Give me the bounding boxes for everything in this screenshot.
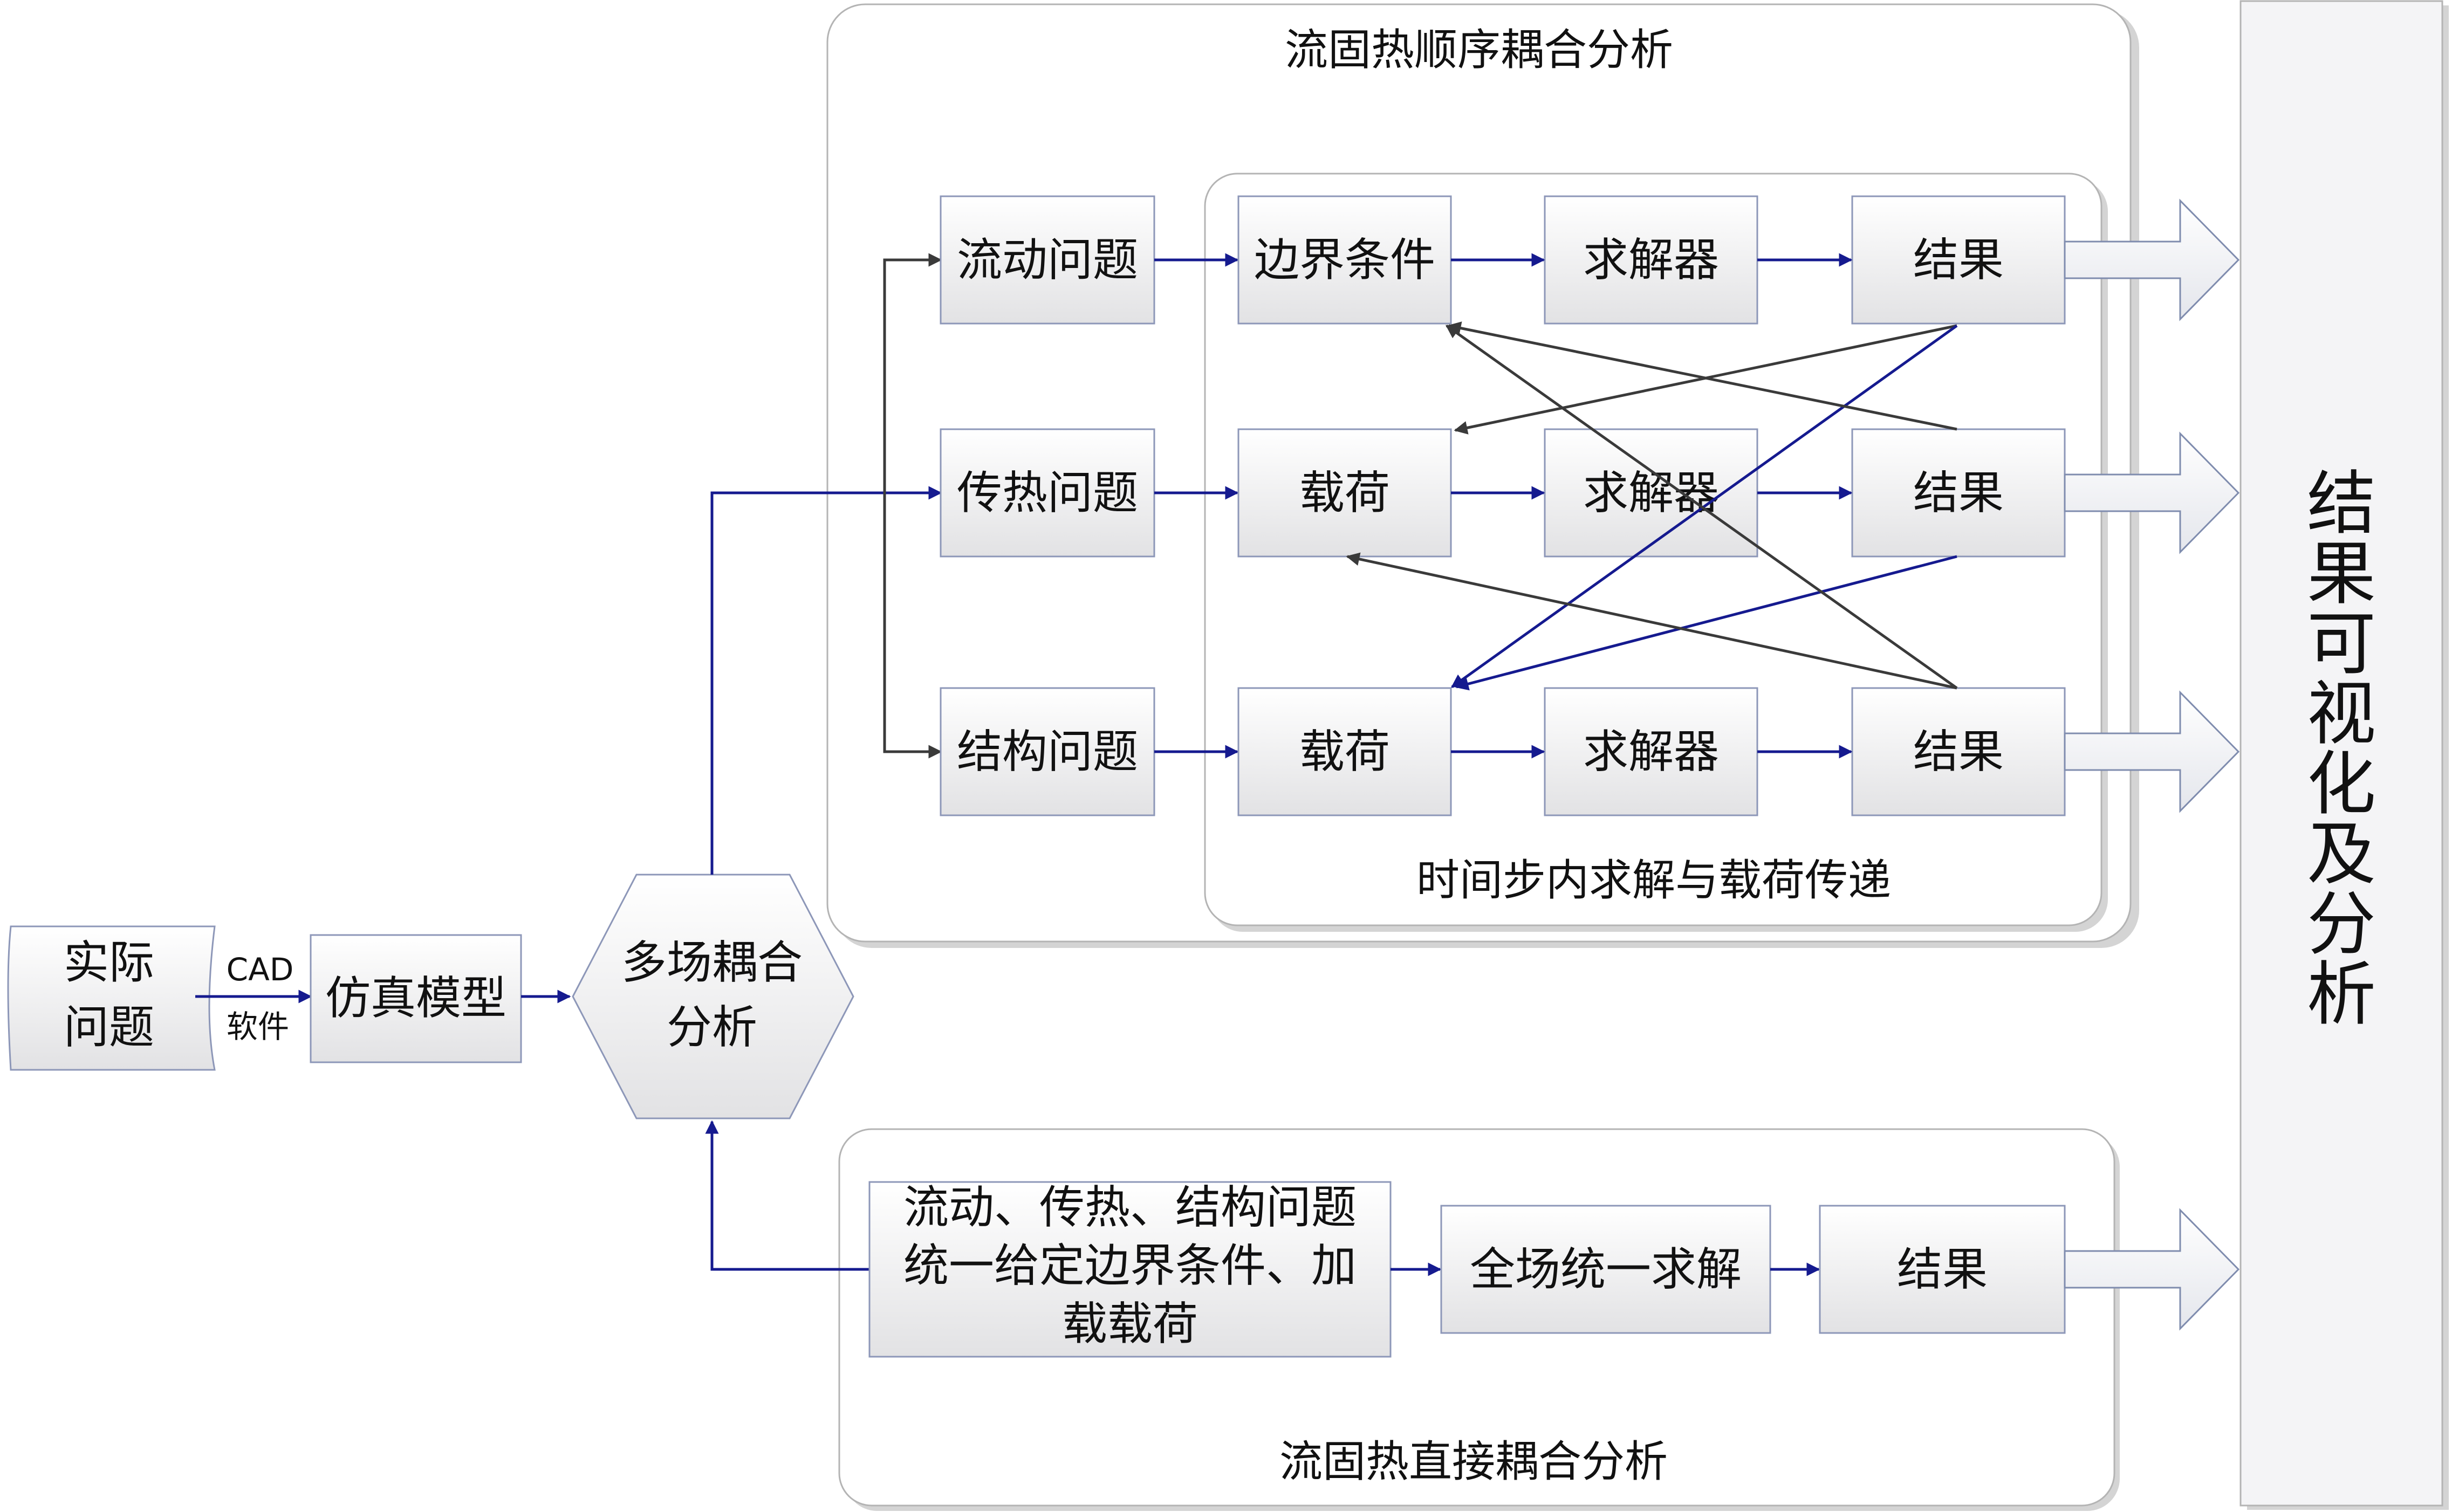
row3-load-box (1237, 687, 1452, 816)
transfer-r3-to-r2-arrow (1346, 552, 1957, 690)
structure-problem-label: 结构问题 (957, 725, 1138, 778)
multifield-label-line1: 多场耦合 (621, 936, 803, 989)
output-arrow-row1 (2064, 198, 2240, 321)
heat-problem-box (940, 428, 1155, 558)
bracket-to-flow-arrow (883, 253, 942, 493)
row3-solver-label: 求解器 (1583, 725, 1719, 778)
bracket-to-structure-arrow (883, 493, 942, 759)
row2-load-box (1237, 428, 1452, 558)
direct-input-line1: 流动、传热、结构问题 (903, 1181, 1357, 1234)
transfer-r1-to-r3-arrow (1450, 324, 1958, 689)
multifield-hexagon (572, 874, 854, 1119)
direct-result-label: 结果 (1897, 1243, 1988, 1296)
flow-problem-label: 流动问题 (957, 233, 1138, 286)
output-char-6: 及 (2307, 814, 2376, 895)
transfer-r2-to-r1-arrow (1447, 321, 1957, 431)
transfer-r3-to-r1-arrow (1445, 324, 1958, 690)
row1-result-box (1851, 195, 2066, 325)
model-label: 仿真模型 (325, 972, 506, 1025)
problem-label-line2: 问题 (64, 1001, 154, 1054)
row3-result-box (1851, 687, 2066, 816)
output-arrow-row2 (2064, 431, 2240, 554)
heat-problem-label: 传热问题 (957, 466, 1138, 519)
row3-result-label: 结果 (1913, 725, 2004, 778)
cad-label: CAD (227, 951, 294, 988)
row2-result-box (1851, 428, 2066, 558)
problem-label-line1: 实际 (64, 936, 154, 989)
row2-load-label: 载荷 (1299, 466, 1390, 519)
problem-shape (7, 925, 216, 1071)
row1-boundary-box (1237, 195, 1452, 325)
row1-solver-box (1544, 195, 1758, 325)
direct-input-line3: 载载荷 (1062, 1297, 1198, 1350)
output-panel (2239, 0, 2449, 1510)
multifield-label-line2: 分析 (667, 1001, 757, 1054)
direct-solve-box (1440, 1205, 1771, 1334)
multifield-to-sequential-arrow (710, 486, 942, 875)
model-box (310, 934, 522, 1063)
row1-solver-label: 求解器 (1583, 233, 1719, 286)
row3-load-label: 载荷 (1299, 725, 1390, 778)
output-char-8: 析 (2307, 954, 2376, 1035)
direct-result-box (1819, 1205, 2066, 1334)
visualization-title: 结 果 可 视 化 及 分 析 (2307, 464, 2376, 1035)
sequential-title: 流固热顺序耦合分析 (1285, 25, 1673, 75)
timestep-title: 时间步内求解与载荷传递 (1416, 855, 1891, 905)
output-char-2: 果 (2307, 534, 2376, 614)
direct-title: 流固热直接耦合分析 (1279, 1437, 1668, 1487)
software-label: 软件 (227, 1008, 289, 1045)
row2-result-label: 结果 (1913, 466, 2004, 519)
direct-input-box (868, 1181, 1392, 1358)
row3-solver-box (1544, 687, 1758, 816)
output-char-3: 可 (2307, 604, 2376, 684)
output-arrow-row3 (2064, 690, 2240, 813)
output-arrow-direct (2064, 1208, 2240, 1331)
output-char-5: 化 (2307, 744, 2376, 824)
output-char-4: 视 (2307, 674, 2376, 754)
direct-input-line2: 统一给定边界条件、加 (903, 1239, 1357, 1292)
output-char-1: 结 (2307, 464, 2376, 544)
row1-boundary-label: 边界条件 (1254, 233, 1435, 286)
direct-solve-label: 全场统一求解 (1470, 1243, 1742, 1296)
direct-to-multifield-arrow (705, 1120, 869, 1271)
transfer-r2-to-r3-arrow (1455, 555, 1957, 691)
output-char-7: 分 (2307, 884, 2376, 965)
structure-problem-box (940, 687, 1155, 816)
row1-result-label: 结果 (1913, 233, 2004, 286)
